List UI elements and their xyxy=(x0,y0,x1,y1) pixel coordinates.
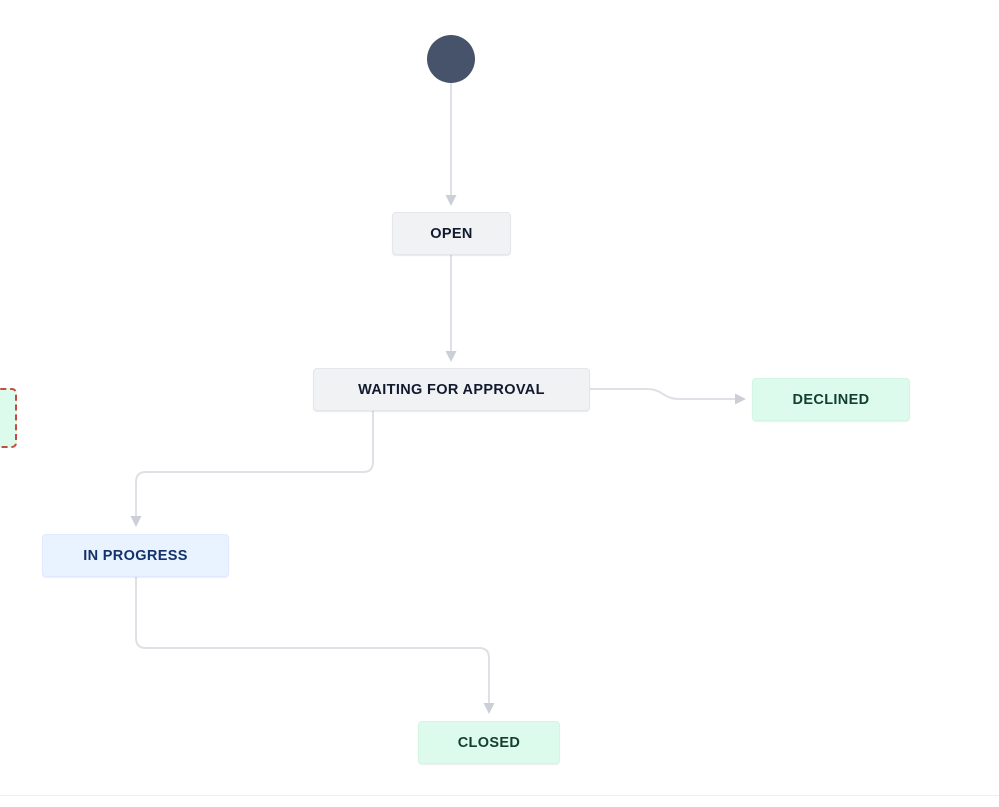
node-clipped-selected[interactable] xyxy=(0,388,17,448)
node-declined-label: DECLINED xyxy=(792,391,870,408)
node-open-label: OPEN xyxy=(430,225,473,242)
arrowhead-in-progress-to-closed xyxy=(483,703,495,714)
arrowhead-open-to-waiting-for-approval xyxy=(445,351,457,362)
start-node[interactable] xyxy=(427,35,475,83)
edge-waiting-for-approval-to-in-progress xyxy=(135,410,374,517)
node-waiting-for-approval[interactable]: WAITING FOR APPROVAL xyxy=(313,368,590,411)
arrowhead-waiting-for-approval-to-in-progress xyxy=(130,516,142,527)
arrowhead-waiting-for-approval-to-declined xyxy=(735,393,746,405)
node-waiting-for-approval-label: WAITING FOR APPROVAL xyxy=(358,381,545,398)
node-closed[interactable]: CLOSED xyxy=(418,721,560,764)
node-in-progress[interactable]: IN PROGRESS xyxy=(42,534,229,577)
node-in-progress-label: IN PROGRESS xyxy=(83,547,188,564)
edge-in-progress-to-closed xyxy=(135,576,490,704)
edge-waiting-for-approval-to-declined xyxy=(589,388,736,400)
node-open[interactable]: OPEN xyxy=(392,212,511,255)
arrowhead-start-to-open xyxy=(445,195,457,206)
node-declined[interactable]: DECLINED xyxy=(752,378,910,421)
node-closed-label: CLOSED xyxy=(457,734,521,751)
bottom-divider xyxy=(0,795,999,796)
